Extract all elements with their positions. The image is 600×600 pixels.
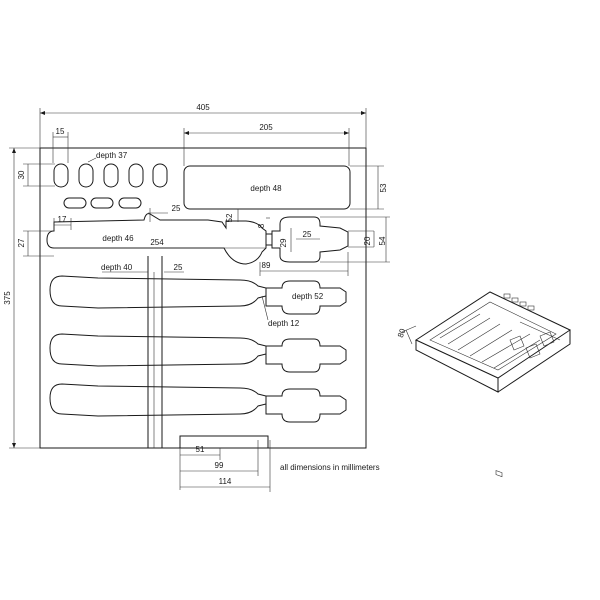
dim-25-right-label: 25 (303, 230, 312, 239)
dim-20-54: 20 54 (320, 216, 390, 263)
small-slots-row2 (63, 197, 142, 209)
slot (103, 163, 119, 188)
slot (128, 163, 144, 188)
dim-27-label: 27 (17, 238, 26, 247)
dim-20-label: 20 (363, 236, 372, 245)
dim-254: 254 (54, 238, 266, 249)
slot (90, 197, 114, 209)
dim-89: 89 (259, 252, 349, 276)
dim-54-label: 54 (378, 236, 387, 245)
dim-29-label: 29 (279, 238, 288, 247)
slot (78, 163, 94, 188)
dim-25-top-label: 25 (172, 204, 181, 213)
dim-17-label: 17 (58, 215, 67, 224)
dim-total-width-label: 405 (196, 103, 210, 112)
isometric-view: 80 (396, 291, 572, 478)
units-note: all dimensions in millimeters (280, 463, 380, 472)
tool-pocket-2 (49, 333, 347, 373)
dim-total-width: 405 (39, 103, 367, 148)
slot (53, 163, 69, 188)
tray-outline (39, 147, 367, 449)
dim-27: 27 (17, 230, 54, 257)
dim-30: 30 (17, 163, 55, 187)
dim-25-top: 25 (148, 204, 181, 222)
tool-pocket-3 (49, 383, 347, 423)
dim-205: 205 (183, 123, 350, 166)
dim-30-label: 30 (17, 170, 26, 179)
slot (152, 163, 168, 188)
depth-37-label: depth 37 (96, 151, 128, 160)
dim-254-label: 254 (150, 238, 164, 247)
depth-48-label: depth 48 (250, 184, 282, 193)
slot (118, 197, 142, 209)
depth-46-label: depth 46 (102, 234, 134, 243)
dim-99: 99 (180, 440, 259, 476)
dim-114: 114 (180, 440, 271, 492)
dim-51: 51 (179, 445, 221, 490)
dim-15-label: 15 (56, 127, 65, 136)
slot (63, 197, 87, 209)
dim-51-label: 51 (196, 445, 205, 454)
dim-205-label: 205 (259, 123, 273, 132)
dim-17: 17 (53, 215, 72, 230)
dim-52-label: 52 (225, 213, 234, 222)
dim-114-label: 114 (219, 477, 232, 486)
dim-80-label: 80 (396, 327, 408, 339)
dim-25-bottom-label: 25 (174, 263, 183, 272)
tray-bottom-tab (179, 435, 269, 448)
dim-89-label: 89 (262, 261, 271, 270)
depth-52-label: depth 52 (292, 292, 324, 301)
dim-99-label: 99 (215, 461, 224, 470)
dim-total-height: 375 (3, 147, 40, 449)
dim-8-label: 8 (257, 223, 266, 228)
dim-total-height-label: 375 (3, 291, 12, 305)
dim-15: 15 (52, 127, 69, 163)
tool-pocket-1 (49, 272, 347, 448)
depth-40-label: depth 40 (101, 263, 133, 272)
dim-53-label: 53 (379, 183, 388, 192)
pocket-depth-48 (183, 165, 351, 210)
dim-53: 53 (350, 165, 388, 210)
small-slots-row1 (53, 163, 168, 188)
depth-12-label: depth 12 (268, 319, 300, 328)
